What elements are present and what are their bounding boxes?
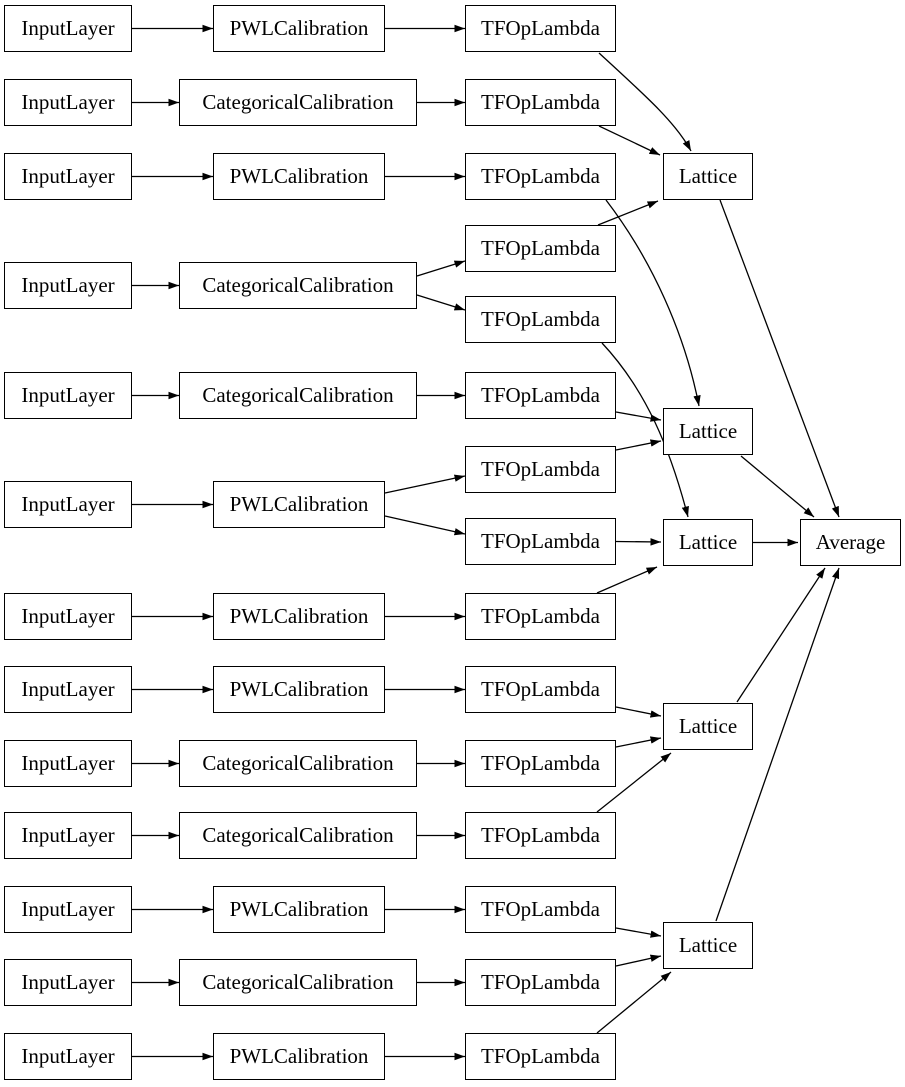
node-input-7: InputLayer: [4, 593, 132, 640]
node-input-3: InputLayer: [4, 153, 132, 200]
node-calibration-10: CategoricalCalibration: [179, 812, 417, 859]
node-calibration-6: PWLCalibration: [213, 481, 385, 528]
node-input-8: InputLayer: [4, 666, 132, 713]
node-calibration-1: PWLCalibration: [213, 5, 385, 52]
node-lattice-5: Lattice: [663, 922, 753, 969]
edge-tfoplambda-4-to-lattice-1: [597, 200, 659, 226]
node-tfoplambda-12: TFOpLambda: [465, 812, 616, 859]
node-input-12: InputLayer: [4, 959, 132, 1006]
node-tfoplambda-14: TFOpLambda: [465, 959, 616, 1006]
node-tfoplambda-11: TFOpLambda: [465, 740, 616, 787]
node-lattice-2: Lattice: [663, 408, 753, 455]
node-input-9: InputLayer: [4, 740, 132, 787]
edge-calibration-6-to-tfoplambda-8: [384, 515, 466, 536]
node-calibration-13: PWLCalibration: [213, 1033, 385, 1080]
node-input-13: InputLayer: [4, 1033, 132, 1080]
node-tfoplambda-13: TFOpLambda: [465, 886, 616, 933]
edge-tfoplambda-12-to-lattice-4: [596, 752, 672, 813]
node-tfoplambda-15: TFOpLambda: [465, 1033, 616, 1080]
node-calibration-11: PWLCalibration: [213, 886, 385, 933]
edge-tfoplambda-2-to-lattice-1: [598, 125, 661, 156]
node-tfoplambda-9: TFOpLambda: [465, 593, 616, 640]
edge-lattice-2-to-average: [740, 455, 815, 518]
edge-tfoplambda-15-to-lattice-5: [596, 971, 672, 1034]
node-calibration-8: PWLCalibration: [213, 666, 385, 713]
node-calibration-7: PWLCalibration: [213, 593, 385, 640]
edge-lattice-1-to-average: [719, 199, 840, 518]
node-tfoplambda-7: TFOpLambda: [465, 446, 616, 493]
node-tfoplambda-1: TFOpLambda: [465, 5, 616, 52]
node-tfoplambda-6: TFOpLambda: [465, 372, 616, 419]
node-input-5: InputLayer: [4, 372, 132, 419]
edge-calibration-6-to-tfoplambda-7: [384, 474, 466, 494]
node-input-2: InputLayer: [4, 79, 132, 126]
node-input-4: InputLayer: [4, 262, 132, 309]
node-input-6: InputLayer: [4, 481, 132, 528]
edge-tfoplambda-8-to-lattice-3: [615, 538, 662, 546]
node-input-11: InputLayer: [4, 886, 132, 933]
node-tfoplambda-5: TFOpLambda: [465, 296, 616, 343]
edge-tfoplambda-14-to-lattice-5: [615, 954, 662, 967]
edge-tfoplambda-9-to-lattice-3: [596, 566, 658, 594]
edge-tfoplambda-11-to-lattice-4: [615, 736, 662, 748]
node-average: Average: [800, 519, 901, 566]
edge-tfoplambda-13-to-lattice-5: [615, 927, 662, 938]
edge-calibration-4-to-tfoplambda-5: [416, 294, 466, 311]
node-lattice-1: Lattice: [663, 153, 753, 200]
node-tfoplambda-4: TFOpLambda: [465, 225, 616, 272]
edge-lattice-5-to-average: [715, 567, 840, 922]
node-calibration-5: CategoricalCalibration: [179, 372, 417, 419]
node-lattice-3: Lattice: [663, 519, 753, 566]
node-calibration-9: CategoricalCalibration: [179, 740, 417, 787]
node-tfoplambda-2: TFOpLambda: [465, 79, 616, 126]
node-lattice-4: Lattice: [663, 703, 753, 750]
node-calibration-4: CategoricalCalibration: [179, 262, 417, 309]
edge-tfoplambda-1-to-lattice-1: [598, 52, 692, 152]
edge-calibration-4-to-tfoplambda-4: [416, 260, 466, 277]
node-calibration-2: CategoricalCalibration: [179, 79, 417, 126]
edges-group: [132, 24, 840, 1061]
edge-tfoplambda-6-to-lattice-2: [615, 411, 662, 422]
edge-tfoplambda-5-to-lattice-3: [601, 342, 689, 518]
edge-tfoplambda-7-to-lattice-2: [615, 439, 662, 451]
edge-tfoplambda-3-to-lattice-2: [605, 199, 701, 407]
node-calibration-3: PWLCalibration: [213, 153, 385, 200]
edge-tfoplambda-10-to-lattice-4: [615, 706, 662, 718]
node-input-1: InputLayer: [4, 5, 132, 52]
node-calibration-12: CategoricalCalibration: [179, 959, 417, 1006]
node-tfoplambda-3: TFOpLambda: [465, 153, 616, 200]
node-input-10: InputLayer: [4, 812, 132, 859]
node-tfoplambda-8: TFOpLambda: [465, 518, 616, 565]
edge-lattice-4-to-average: [736, 567, 826, 703]
node-tfoplambda-10: TFOpLambda: [465, 666, 616, 713]
